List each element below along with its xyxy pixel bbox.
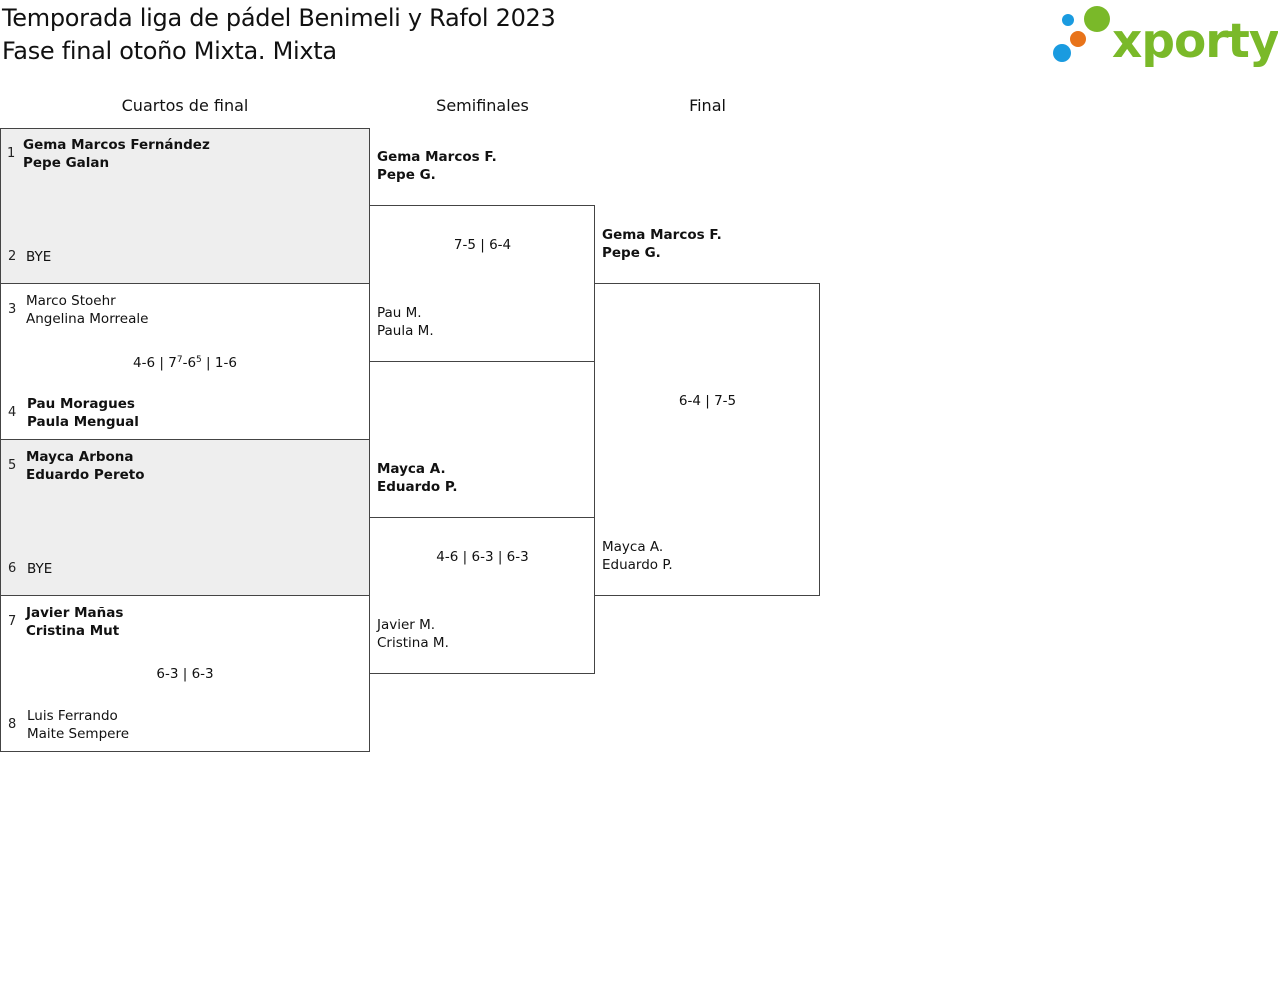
team-entry: Javier M. Cristina M. [377,616,449,652]
player-name: Pau Moragues [27,396,135,412]
set-score-team-a: 4 [133,355,142,371]
player-name: Eduardo P. [377,479,458,495]
set-score-team-a: 6 [471,549,481,565]
team-entry: BYE [27,560,52,578]
set-score-team-b: 4 [692,393,701,409]
player-name: Gema Marcos F. [377,149,497,165]
tiebreak-score: 7 [176,355,183,365]
player-name: Javier Mañas [26,605,124,621]
team-entry: BYE [26,248,51,266]
set-score-team-b: 5 [467,237,476,253]
player-name: Angelina Morreale [26,311,149,327]
seed-number: 4 [8,405,17,420]
player-name: Mayca Arbona [26,449,134,465]
xporty-logo: xporty [1053,6,1278,68]
match-score: 6-3 | 6-3 [156,666,214,682]
set-score-team-a: 6 [191,666,201,682]
player-name: Eduardo P. [602,557,673,573]
team-entry: Mayca Arbona Eduardo Pereto [26,448,145,484]
set-score-team-b: 3 [520,549,529,565]
set-score-team-b: 3 [484,549,494,565]
team-entry: Gema Marcos Fernández Pepe Galan [23,136,210,172]
match-score: 4-6 | 6-3 | 6-3 [436,549,529,565]
set-score-team-b: 6 [449,549,459,565]
set-score-team-b: 4 [502,237,512,253]
player-name: Eduardo Pereto [26,467,145,483]
player-name: Cristina M. [377,635,449,651]
set-score-team-a: 7 [168,355,177,371]
player-name: Mayca A. [602,539,664,555]
player-name: Pepe Galan [23,155,110,171]
set-score-team-a: 6 [678,393,688,409]
seed-number: 7 [8,614,17,629]
player-name: Pepe G. [602,245,661,261]
page-title: Temporada liga de pádel Benimeli y Rafol… [2,4,556,32]
set-score-team-b: 6 [146,355,156,371]
seed-number: 6 [8,561,17,576]
player-name: Pau M. [377,305,422,321]
set-score-team-b: 6 [228,355,237,371]
team-entry: Gema Marcos F. Pepe G. [602,226,722,262]
semifinal-match-1 [369,205,595,362]
match-score: 7-5 | 6-4 [453,237,512,253]
team-entry: Pau Moragues Paula Mengual [27,395,139,431]
final-match [594,283,820,596]
set-score-team-a: 1 [214,355,224,371]
tiebreak-score: 5 [196,355,202,365]
team-entry: Marco Stoehr Angelina Morreale [26,292,148,328]
seed-number: 8 [8,717,17,732]
seed-number: 5 [8,458,17,473]
seed-number: 1 [7,146,16,161]
match-score: 4-6 | 77-65 | 1-6 [133,355,237,371]
bye-label: BYE [26,249,52,265]
player-name: Javier M. [377,617,436,633]
team-entry: Pau M. Paula M. [377,304,434,340]
set-score-team-a: 6 [156,666,165,682]
set-score-team-a: 6 [489,237,498,253]
set-score-team-b: 3 [205,666,214,682]
set-score-team-a: 4 [436,549,445,565]
round-heading-final: Final [689,96,726,115]
player-name: Maite Sempere [27,726,130,742]
set-score-team-b: 5 [727,393,737,409]
svg-text:xporty: xporty [1112,14,1278,68]
player-name: Cristina Mut [26,623,120,639]
team-entry: Luis Ferrando Maite Sempere [27,707,129,743]
team-entry: Mayca A. Eduardo P. [602,538,673,574]
semifinal-match-2 [369,517,595,674]
team-entry: Gema Marcos F. Pepe G. [377,148,497,184]
player-name: Gema Marcos Fernández [23,137,210,153]
player-name: Mayca A. [377,461,446,477]
player-name: Marco Stoehr [26,293,116,309]
round-heading-semifinals: Semifinales [436,96,529,115]
seed-number: 3 [8,302,17,317]
team-entry: Javier Mañas Cristina Mut [26,604,123,640]
set-score-team-b: 3 [169,666,179,682]
player-name: Luis Ferrando [27,708,118,724]
player-name: Paula Mengual [27,414,139,430]
seed-number: 2 [8,249,17,264]
set-score-team-a: 6 [506,549,516,565]
match-score: 6-4 | 7-5 [678,393,737,409]
page-subtitle: Fase final otoño Mixta. Mixta [2,37,337,65]
set-score-team-a: 7 [453,237,463,253]
quarterfinal-match-1 [0,128,370,285]
round-heading-quarterfinals: Cuartos de final [121,96,249,115]
player-name: Pepe G. [377,167,436,183]
player-name: Gema Marcos F. [602,227,722,243]
quarterfinal-match-4 [0,595,370,752]
set-score-team-b: 6 [187,355,197,371]
player-name: Paula M. [377,323,434,339]
quarterfinal-match-2 [0,283,370,440]
set-score-team-a: 7 [714,393,723,409]
team-entry: Mayca A. Eduardo P. [377,460,457,496]
bye-label: BYE [27,561,53,577]
